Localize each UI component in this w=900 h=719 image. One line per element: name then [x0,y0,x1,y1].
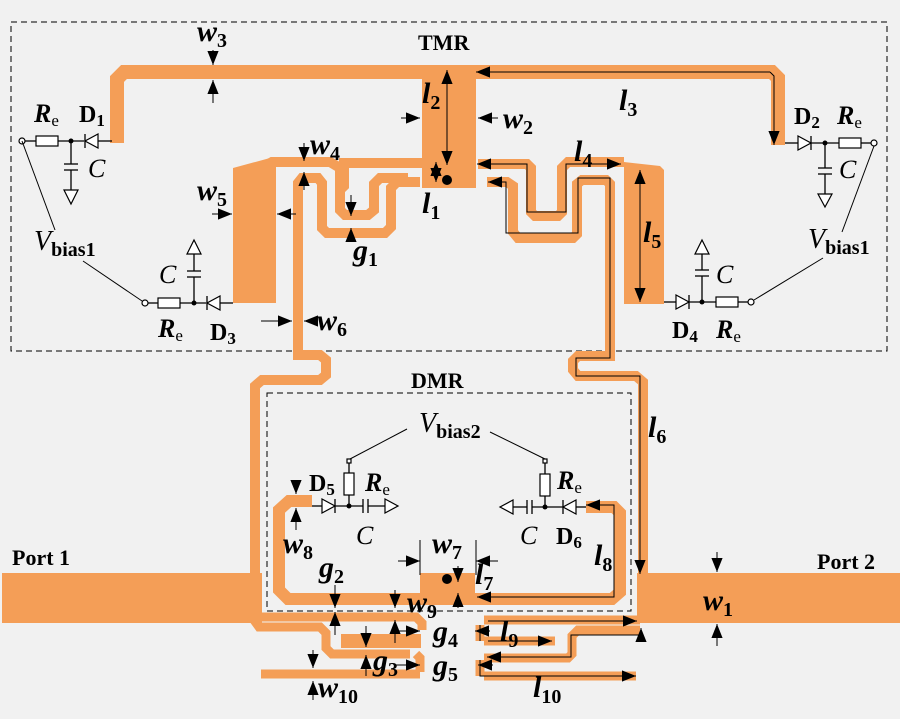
bias-network-d6 [489,431,586,516]
bias2-leader [489,431,546,460]
bias-terminal [747,298,755,306]
label-w7: w7 [432,527,462,564]
label-re-4: Re [715,315,741,346]
label-g1: g1 [352,234,378,271]
port1-label: Port 1 [12,545,70,570]
label-l5: l5 [643,216,661,253]
bias-network-d4 [664,238,824,311]
left-coupled-line-end [412,650,425,672]
label-l7: l7 [475,558,493,595]
left-coupled-line-upper [247,613,410,659]
dimension-arrows [207,50,723,700]
label-d5: D5 [309,471,335,499]
bias-terminal [141,299,149,307]
resistor-re [157,297,181,309]
label-d3: D3 [210,320,236,348]
label-d4: D4 [672,318,698,346]
label-vbias1-left: Vbias1 [34,226,96,261]
tmr-right-meander-a [478,157,624,221]
label-l4: l4 [574,135,592,172]
diode-d6 [561,498,577,516]
resistor-re [715,296,739,308]
label-w1: w1 [703,584,733,621]
left-feed-line [250,345,331,578]
bias1-leader [753,257,824,301]
ground-symbol [384,497,400,515]
component-labels: Re D1 C Vbias1 D2 Re C Vbias1 C Re D3 C … [33,99,870,552]
label-g4: g4 [432,615,458,652]
label-l10: l10 [533,671,561,708]
tmr-boundary [10,21,888,352]
path-annotations [476,66,780,682]
port2-label: Port 2 [817,549,875,574]
bias-network-d1 [18,132,112,231]
label-vbias1-right: Vbias1 [808,224,870,259]
label-re-3: Re [157,314,183,345]
label-l9: l9 [500,615,518,652]
label-g2: g2 [318,551,344,588]
label-w8: w8 [283,527,313,564]
label-c-2: C [839,155,857,184]
bias-terminal [870,139,878,147]
dmr-left-arm-w8 [273,495,423,605]
label-d2: D2 [794,104,820,132]
diode-d4 [675,293,691,311]
label-w10: w10 [318,671,358,708]
label-g3: g3 [372,644,398,681]
supply-symbol [186,238,202,255]
label-re-1: Re [33,99,59,130]
diode-d3 [205,294,221,312]
label-vbias2: Vbias2 [419,408,481,443]
supply-symbol [694,238,710,255]
resistor-re [838,137,862,149]
label-d1: D1 [79,102,105,130]
label-l2: l2 [422,77,440,114]
label-w5: w5 [197,174,227,211]
bias1-leader [841,145,875,233]
label-l6: l6 [648,411,666,448]
diode-d1 [83,132,99,150]
label-w9: w9 [407,586,437,623]
resistor-re [35,135,59,147]
label-d6: D6 [556,524,582,552]
label-c-4: C [716,260,734,289]
tmr-left-wide-stub [233,158,276,303]
resistor-re [539,473,551,497]
ground-symbol [816,193,834,209]
label-w2: w2 [503,102,533,139]
bias1-leader [82,260,146,304]
resistor-re [343,472,355,496]
label-c-5: C [356,521,374,550]
label-l3: l3 [619,84,637,121]
dimension-labels: w3 l2 w2 l3 w4 l4 l1 w5 g1 l5 w6 l6 w8 w… [197,15,733,708]
label-re-6: Re [556,466,582,497]
port2-line [637,573,900,623]
bias1-leader [21,140,56,231]
label-re-5: Re [364,468,390,499]
label-w6: w6 [317,304,347,341]
right-feed-line-l6 [568,345,648,578]
bias-network-d2 [785,134,878,233]
label-c-6: C [520,521,538,550]
bias2-leader [349,428,408,460]
ground-symbol [498,498,514,516]
diode-d2 [797,134,813,152]
label-re-2: Re [836,101,862,132]
tmr-title: TMR [418,30,470,55]
label-c-1: C [88,154,106,183]
label-l1: l1 [422,187,440,224]
bias-network-d5 [312,428,408,515]
label-w4: w4 [310,128,340,165]
ground-symbol [63,189,79,206]
label-w3: w3 [197,15,227,52]
port1-line [2,573,262,623]
label-l8: l8 [594,539,612,576]
label-c-3: C [159,260,177,289]
bias-network-d3 [82,238,233,312]
tmr-right-meander-b [487,175,615,355]
label-g5: g5 [432,649,458,686]
dmr-title: DMR [411,368,465,393]
diode-d5 [321,497,337,515]
